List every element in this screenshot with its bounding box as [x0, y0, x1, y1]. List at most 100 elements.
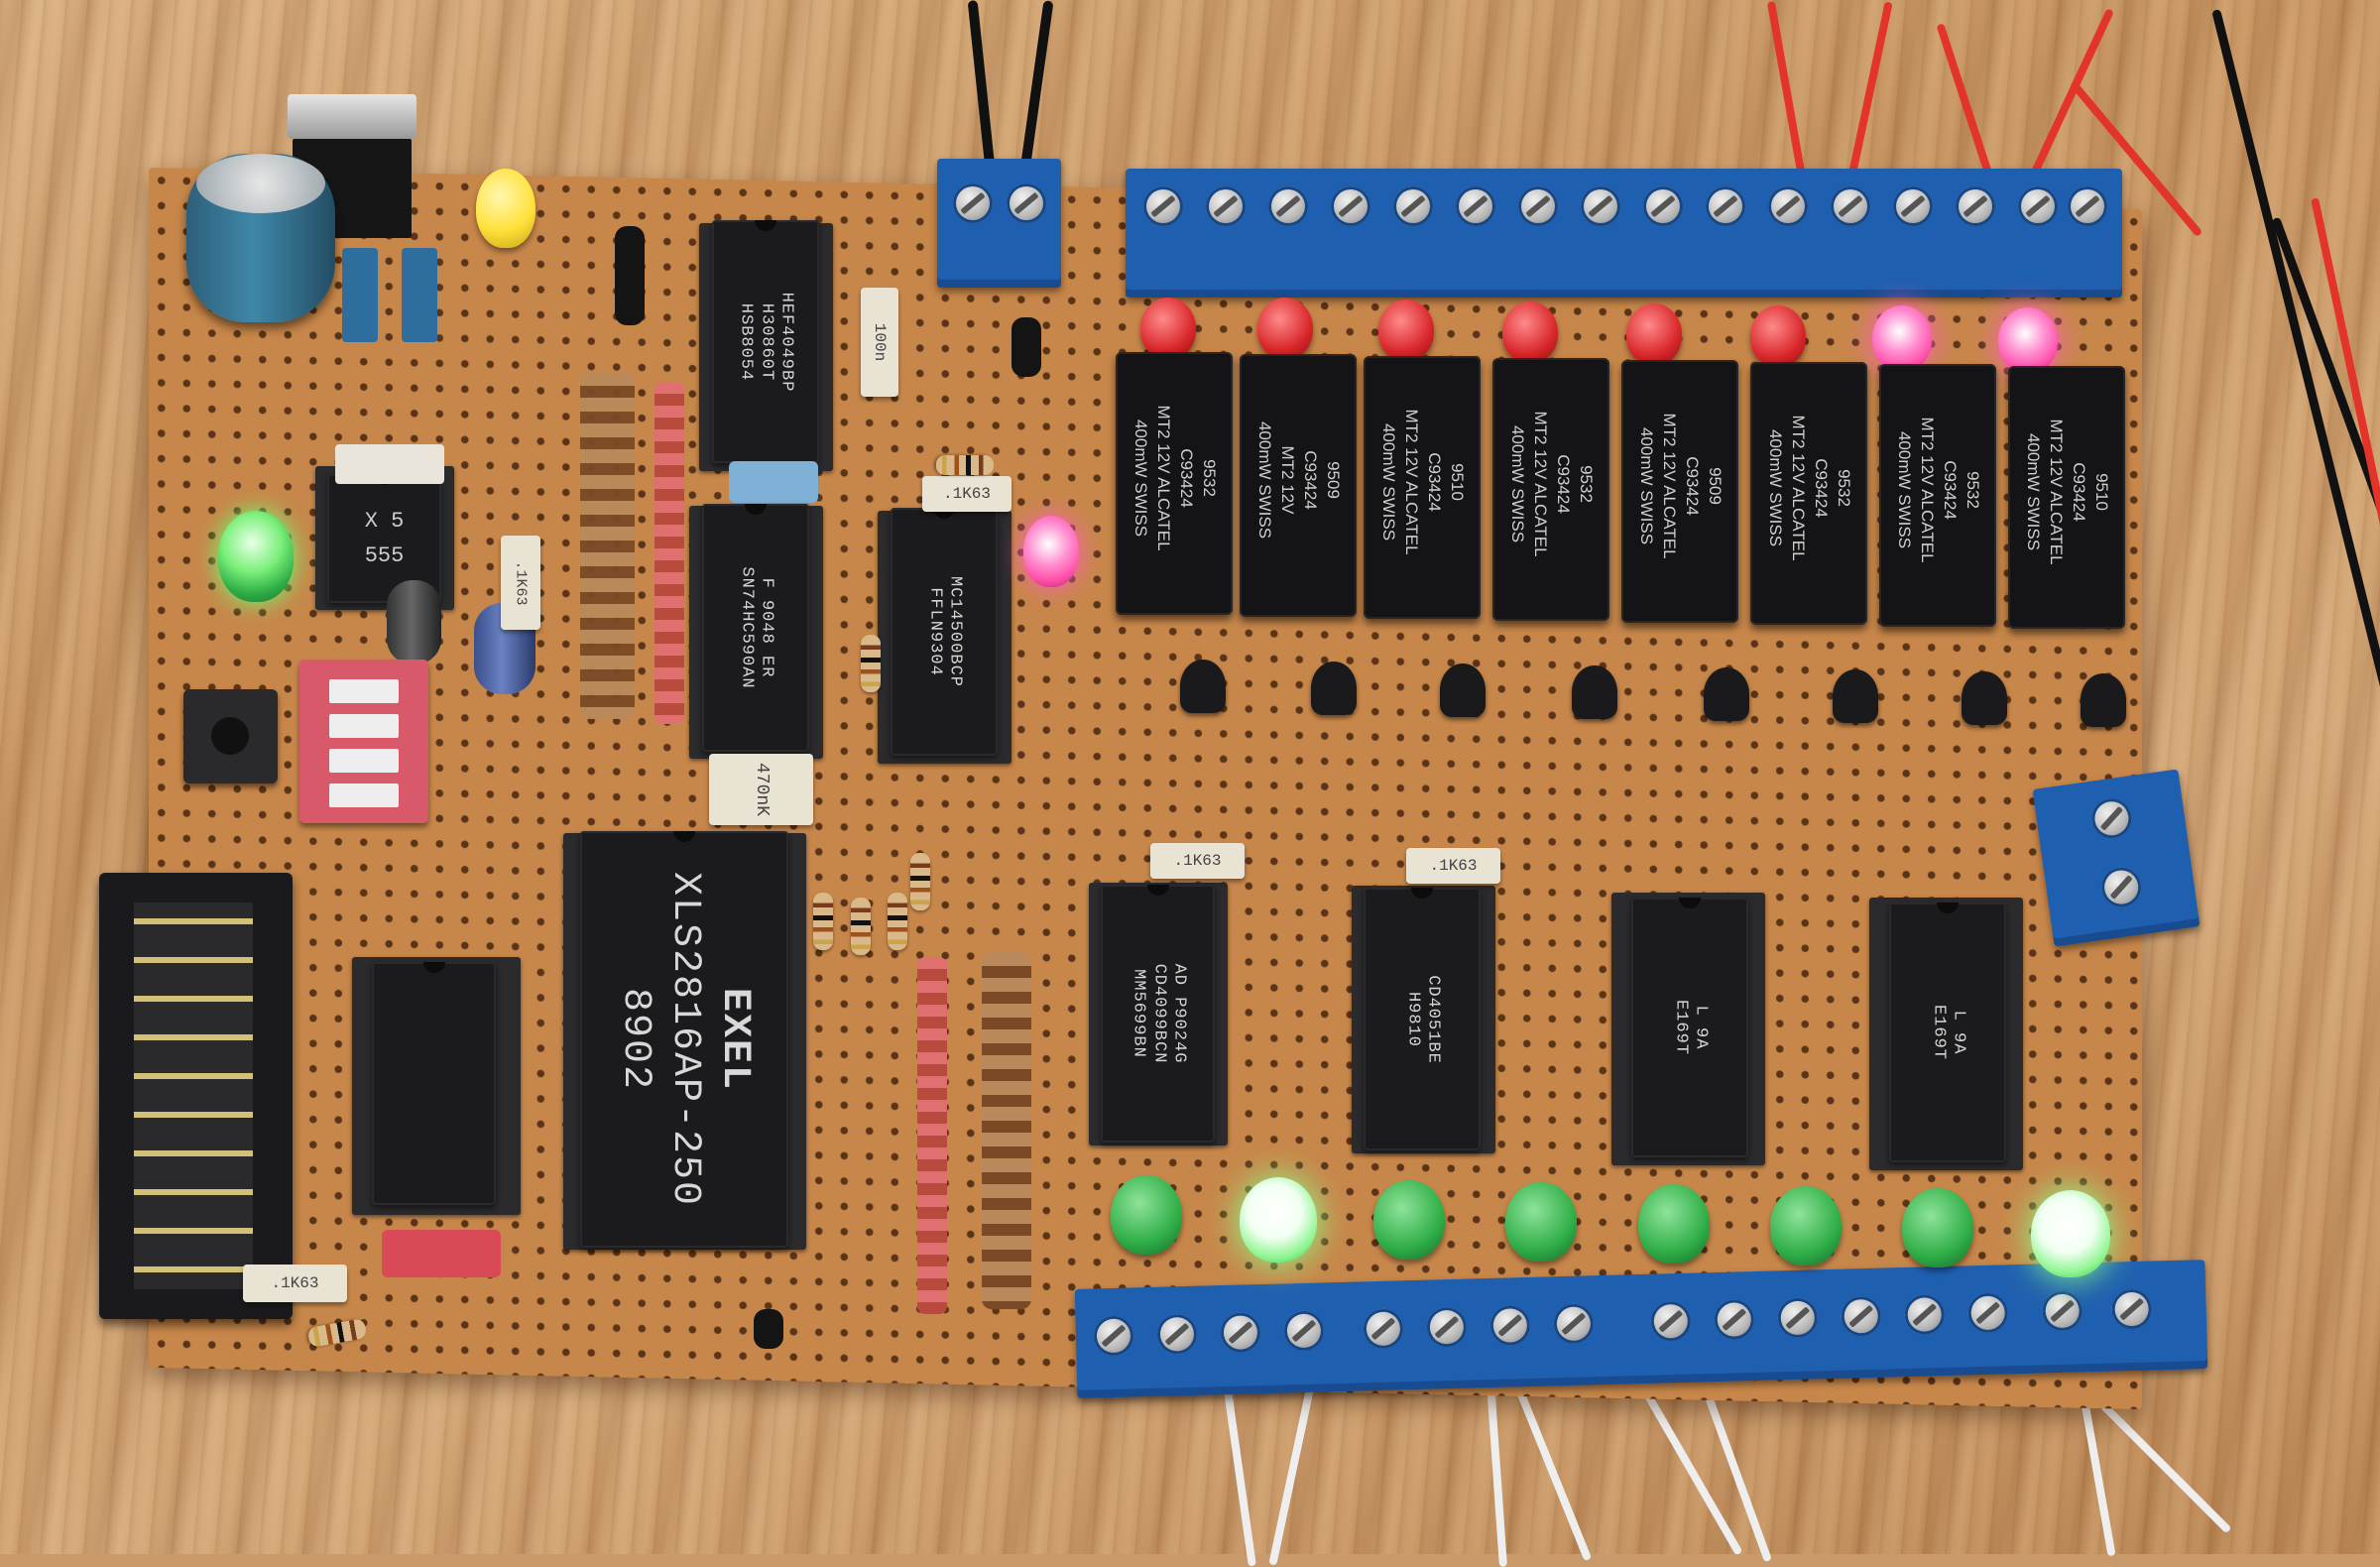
relay-line: MT2 12V ALCATEL	[1402, 409, 1421, 555]
small-transistor	[615, 226, 645, 325]
terminal-screw[interactable]	[1206, 186, 1246, 226]
small-electrolytic-capacitor	[387, 580, 441, 664]
side-terminal-block	[2032, 769, 2201, 947]
resistor-array-pink	[654, 382, 684, 724]
transistor	[1833, 669, 1878, 723]
ic-unmarked	[372, 962, 496, 1205]
film-capacitor: .1K63	[1406, 848, 1500, 884]
relay-line: C93424	[1682, 456, 1702, 516]
relay-code: 9510	[1447, 463, 1467, 502]
resistor-array-pink	[917, 957, 947, 1314]
ic-text: X 5	[364, 509, 405, 534]
terminal-screw[interactable]	[1220, 1312, 1261, 1354]
ribbon-cable-header[interactable]	[99, 873, 293, 1319]
terminal-screw[interactable]	[1156, 1313, 1198, 1355]
ic-text: AD P9024G	[1169, 963, 1189, 1064]
relay: 9509 C93424 MT2 12V ALCATEL 400mW SWISS	[1621, 360, 1738, 623]
terminal-screw[interactable]	[2042, 1290, 2083, 1332]
ic-text: FFLN9304	[925, 587, 944, 676]
terminal-screw[interactable]	[1581, 186, 1620, 226]
terminal-screw[interactable]	[1268, 186, 1308, 226]
ic-text: L 9A	[1949, 1010, 1968, 1055]
relay-line: MT2 12V ALCATEL	[1918, 417, 1937, 563]
ic-text: E169T	[1929, 1004, 1948, 1061]
blue-film-capacitor	[402, 248, 437, 342]
terminal-screw[interactable]	[1283, 1310, 1325, 1352]
terminal-screw[interactable]	[1893, 186, 1933, 226]
terminal-screw[interactable]	[1143, 186, 1183, 226]
ic-text: HEF4049BP	[776, 292, 796, 392]
terminal-screw[interactable]	[1363, 1308, 1404, 1350]
relay-line: MT2 12V ALCATEL	[1531, 411, 1550, 557]
ic-text: EXEL	[712, 987, 757, 1091]
terminal-screw[interactable]	[953, 183, 993, 223]
relay-line: C93424	[1300, 450, 1320, 510]
terminal-screw[interactable]	[1643, 186, 1683, 226]
terminal-screw[interactable]	[1768, 186, 1808, 226]
film-capacitor: .1K63	[243, 1265, 347, 1302]
terminal-screw[interactable]	[1393, 186, 1433, 226]
transistor	[1572, 665, 1617, 719]
terminal-screw[interactable]	[1650, 1300, 1692, 1342]
terminal-screw[interactable]	[1489, 1304, 1531, 1346]
terminal-screw[interactable]	[1777, 1297, 1819, 1339]
terminal-screw[interactable]	[2088, 795, 2135, 841]
terminal-screw[interactable]	[2068, 186, 2107, 226]
terminal-screw[interactable]	[1007, 183, 1046, 223]
terminal-screw[interactable]	[1904, 1293, 1946, 1336]
dip-toggle[interactable]	[329, 749, 399, 773]
yellow-led	[476, 169, 536, 248]
terminal-screw[interactable]	[1841, 1295, 1882, 1337]
terminal-screw[interactable]	[1956, 186, 1995, 226]
input-led-green-lit	[2031, 1190, 2110, 1277]
relay-line: 400mW SWISS	[1131, 420, 1151, 538]
ic-text: MC14500BCP	[945, 575, 965, 688]
relay-line: 400mW SWISS	[2024, 433, 2044, 551]
input-led-green	[1373, 1180, 1445, 1260]
terminal-screw[interactable]	[1093, 1315, 1134, 1357]
status-led-red	[1502, 301, 1558, 363]
input-led-green	[1770, 1186, 1842, 1266]
status-led-red	[1750, 305, 1806, 367]
dip-toggle[interactable]	[329, 714, 399, 738]
terminal-screw[interactable]	[1518, 186, 1558, 226]
relay-code: 9509	[1323, 461, 1343, 500]
terminal-screw[interactable]	[2018, 186, 2058, 226]
capacitor-label: .1K63	[1429, 857, 1478, 875]
terminal-screw[interactable]	[2111, 1288, 2153, 1330]
ic-text: HSB8054	[736, 302, 756, 381]
electrolytic-capacitor	[186, 154, 335, 322]
red-film-capacitor	[382, 1230, 501, 1277]
relay-line: 400mW SWISS	[1766, 429, 1786, 547]
small-transistor	[1012, 317, 1041, 377]
film-capacitor: 470nK	[709, 754, 813, 825]
ic-text: CD4051BE	[1423, 974, 1443, 1064]
terminal-screw[interactable]	[1831, 186, 1870, 226]
dip-toggle[interactable]	[329, 679, 399, 703]
ic-text: SN74HC590AN	[737, 566, 756, 689]
resistor	[861, 635, 881, 692]
terminal-screw[interactable]	[1426, 1306, 1468, 1348]
push-button[interactable]	[183, 689, 278, 784]
terminal-screw[interactable]	[2098, 864, 2144, 910]
terminal-screw[interactable]	[1456, 186, 1495, 226]
relay: 9532 C93424 MT2 12V ALCATEL 400mW SWISS	[1492, 358, 1609, 621]
status-led-red	[1140, 298, 1196, 359]
relay-code: 9532	[1199, 459, 1219, 498]
capacitor-label: .1K63	[512, 559, 530, 606]
relay: 9532 C93424 MT2 12V ALCATEL 400mW SWISS	[1879, 364, 1996, 627]
ic-text: CD4099BCN	[1148, 963, 1168, 1064]
terminal-screw[interactable]	[1706, 186, 1745, 226]
terminal-screw[interactable]	[1967, 1292, 2009, 1334]
terminal-screw[interactable]	[1553, 1303, 1595, 1345]
transistor	[1180, 660, 1226, 713]
ic-right-1: L 9A E169T	[1631, 898, 1748, 1157]
resistor-array	[982, 952, 1031, 1309]
dip-switch[interactable]	[299, 660, 428, 823]
dip-toggle[interactable]	[329, 784, 399, 807]
input-led-green-lit	[1240, 1177, 1317, 1263]
terminal-screw[interactable]	[1714, 1299, 1755, 1341]
ic-eeprom-xls2816: EXEL XLS2816AP-250 8902	[580, 831, 788, 1248]
terminal-screw[interactable]	[1331, 186, 1370, 226]
relay-line: MT2 12V ALCATEL	[2047, 419, 2066, 565]
